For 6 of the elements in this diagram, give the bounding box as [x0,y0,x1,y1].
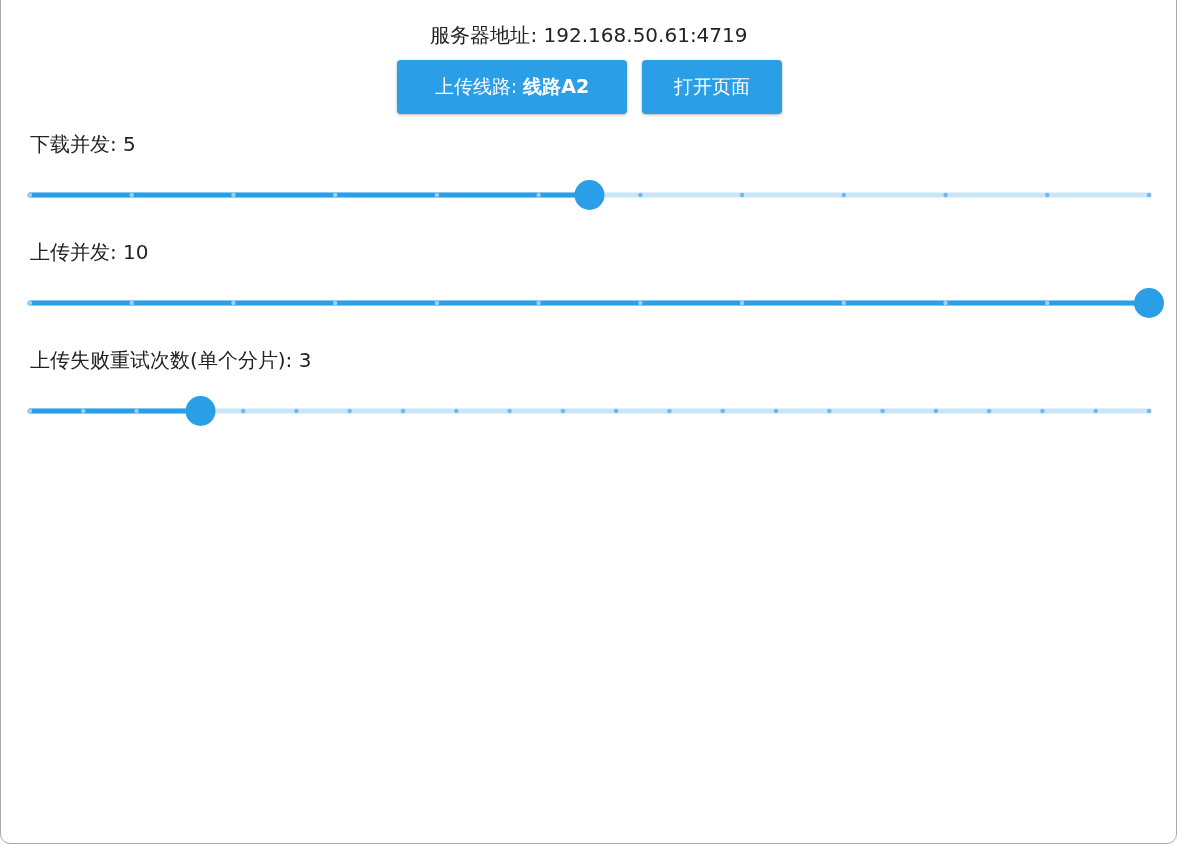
server-address-text: 服务器地址: 192.168.50.61:4719 [430,22,748,49]
slider-label: 上传并发: 10 [30,239,149,266]
slider-label: 下载并发: 5 [30,131,136,158]
open-page-button: 打开页面 [642,60,782,114]
slider-label: 上传失败重试次数(单个分片): 3 [30,347,312,374]
upload-route-button: 上传线路: 线路A2 [397,60,627,114]
